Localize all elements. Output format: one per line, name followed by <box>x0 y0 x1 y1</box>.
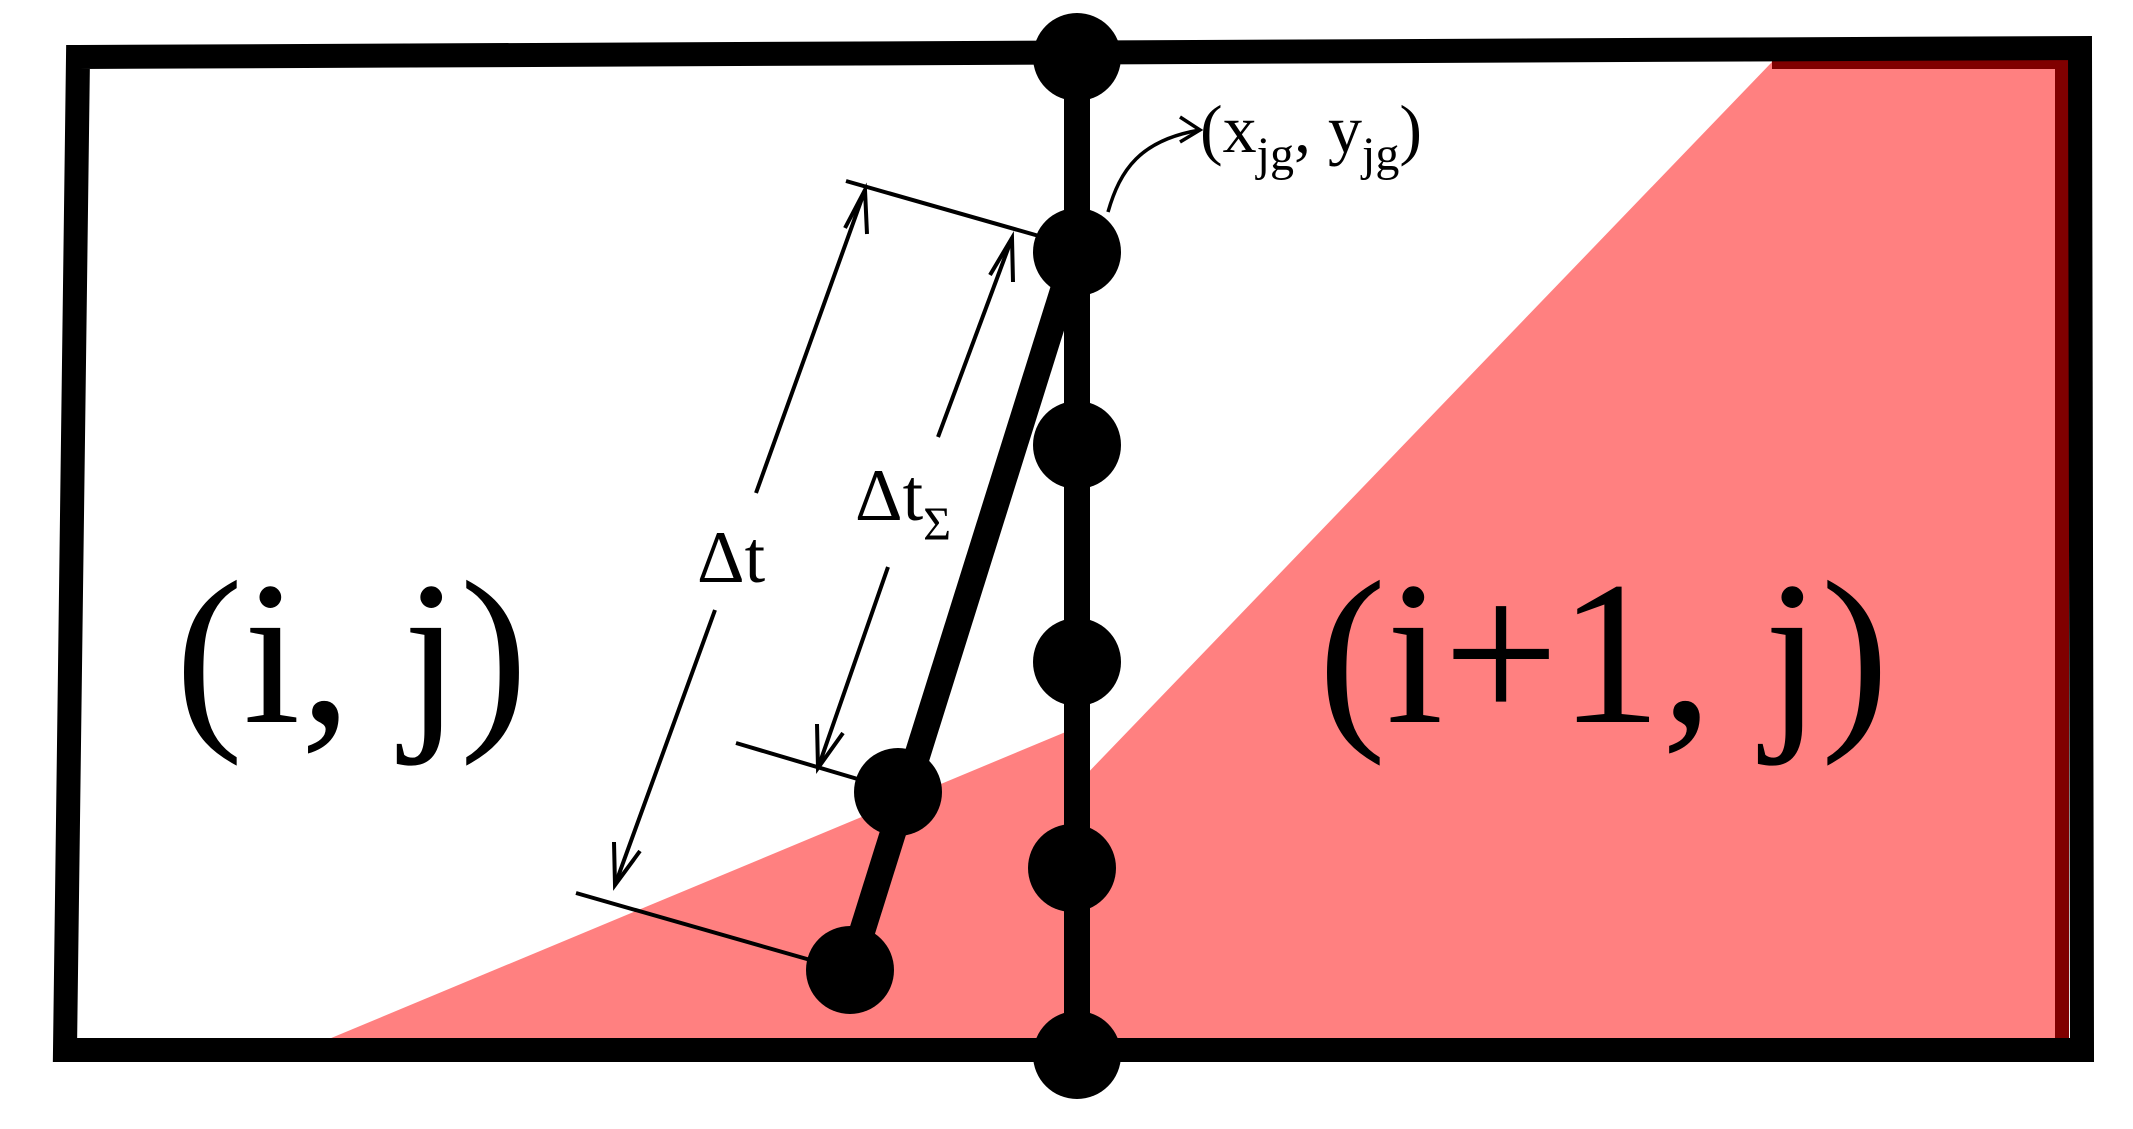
label-dt-sigma: ΔtΣ <box>855 455 951 551</box>
dtsigma-dimension-arrow <box>815 230 1015 775</box>
coord-mid: , y <box>1294 91 1362 167</box>
node-middle-2 <box>1033 618 1121 706</box>
pink-region-left-wedge <box>312 726 1080 1050</box>
node-trajectory-upper <box>854 748 942 836</box>
node-jg <box>1033 208 1121 296</box>
label-coordinate-xjg-yjg: (xjg, yjg) <box>1200 91 1422 181</box>
coord-close: ) <box>1399 91 1422 167</box>
node-trajectory-lower <box>806 926 894 1014</box>
coordinate-callout-arrow <box>1106 115 1204 213</box>
label-cell-i-j: (i, j) <box>175 540 528 767</box>
label-cell-i-plus-1-j: (i+1, j) <box>1318 540 1889 767</box>
trajectory-line <box>837 248 1088 974</box>
coord-sub-y: jg <box>1360 128 1399 181</box>
node-bottom <box>1033 1011 1121 1099</box>
node-top <box>1033 13 1121 101</box>
node-middle-1 <box>1033 401 1121 489</box>
fill-edge-top-right <box>1772 55 2069 1048</box>
pink-region-right <box>1080 62 2062 1048</box>
dt-dimension-arrow <box>612 182 869 891</box>
dimension-extension-lines <box>575 179 1061 969</box>
label-dt: Δt <box>697 517 766 599</box>
cell-outline <box>52 35 2095 1062</box>
node-middle-3 <box>1028 824 1116 912</box>
coord-open: (x <box>1200 91 1257 167</box>
label-dt-sigma-base: Δt <box>855 455 924 537</box>
label-dt-sigma-subscript: Σ <box>923 498 951 551</box>
coord-sub-x: jg <box>1255 128 1294 181</box>
